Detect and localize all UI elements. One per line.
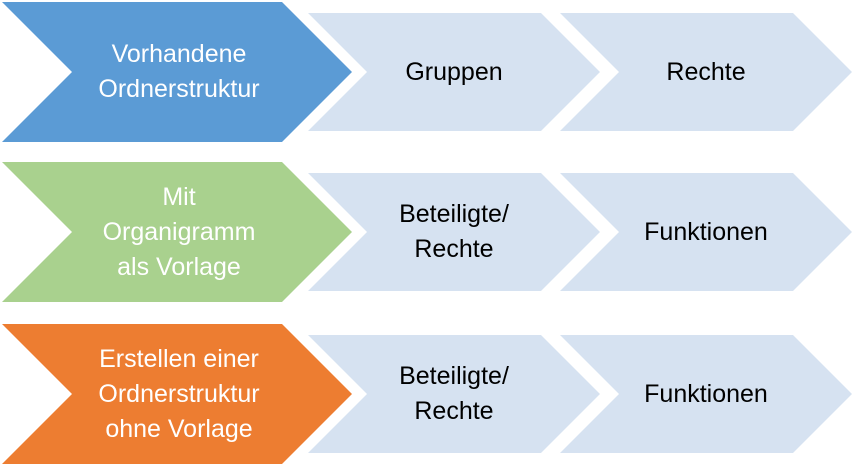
chevron-label: Funktionen [644, 217, 768, 246]
chevron-create-without-template: Erstellen einer Ordnerstruktur ohne Vorl… [2, 324, 352, 464]
chevron-functions: Funktionen [560, 335, 852, 453]
chevron-label: Funktionen [644, 379, 768, 408]
chevron-existing-folder-structure: Vorhandene Ordnerstruktur [2, 2, 352, 142]
chevron-label: Vorhandene Ordnerstruktur [98, 40, 260, 103]
chevron-label: Beteiligte/ Rechte [399, 200, 509, 263]
chevron-label: Mit Organigramm als Vorlage [102, 182, 256, 281]
chevron-label: Gruppen [405, 57, 503, 86]
chevron-label: Beteiligte/ Rechte [399, 362, 509, 425]
chevron-label: Rechte [666, 57, 746, 86]
chevron-rights: Rechte [560, 13, 852, 131]
chevron-functions: Funktionen [560, 173, 852, 291]
chevron-org-chart-template: Mit Organigramm als Vorlage [2, 162, 352, 302]
chevron-label: Erstellen einer Ordnerstruktur ohne Vorl… [98, 344, 260, 443]
